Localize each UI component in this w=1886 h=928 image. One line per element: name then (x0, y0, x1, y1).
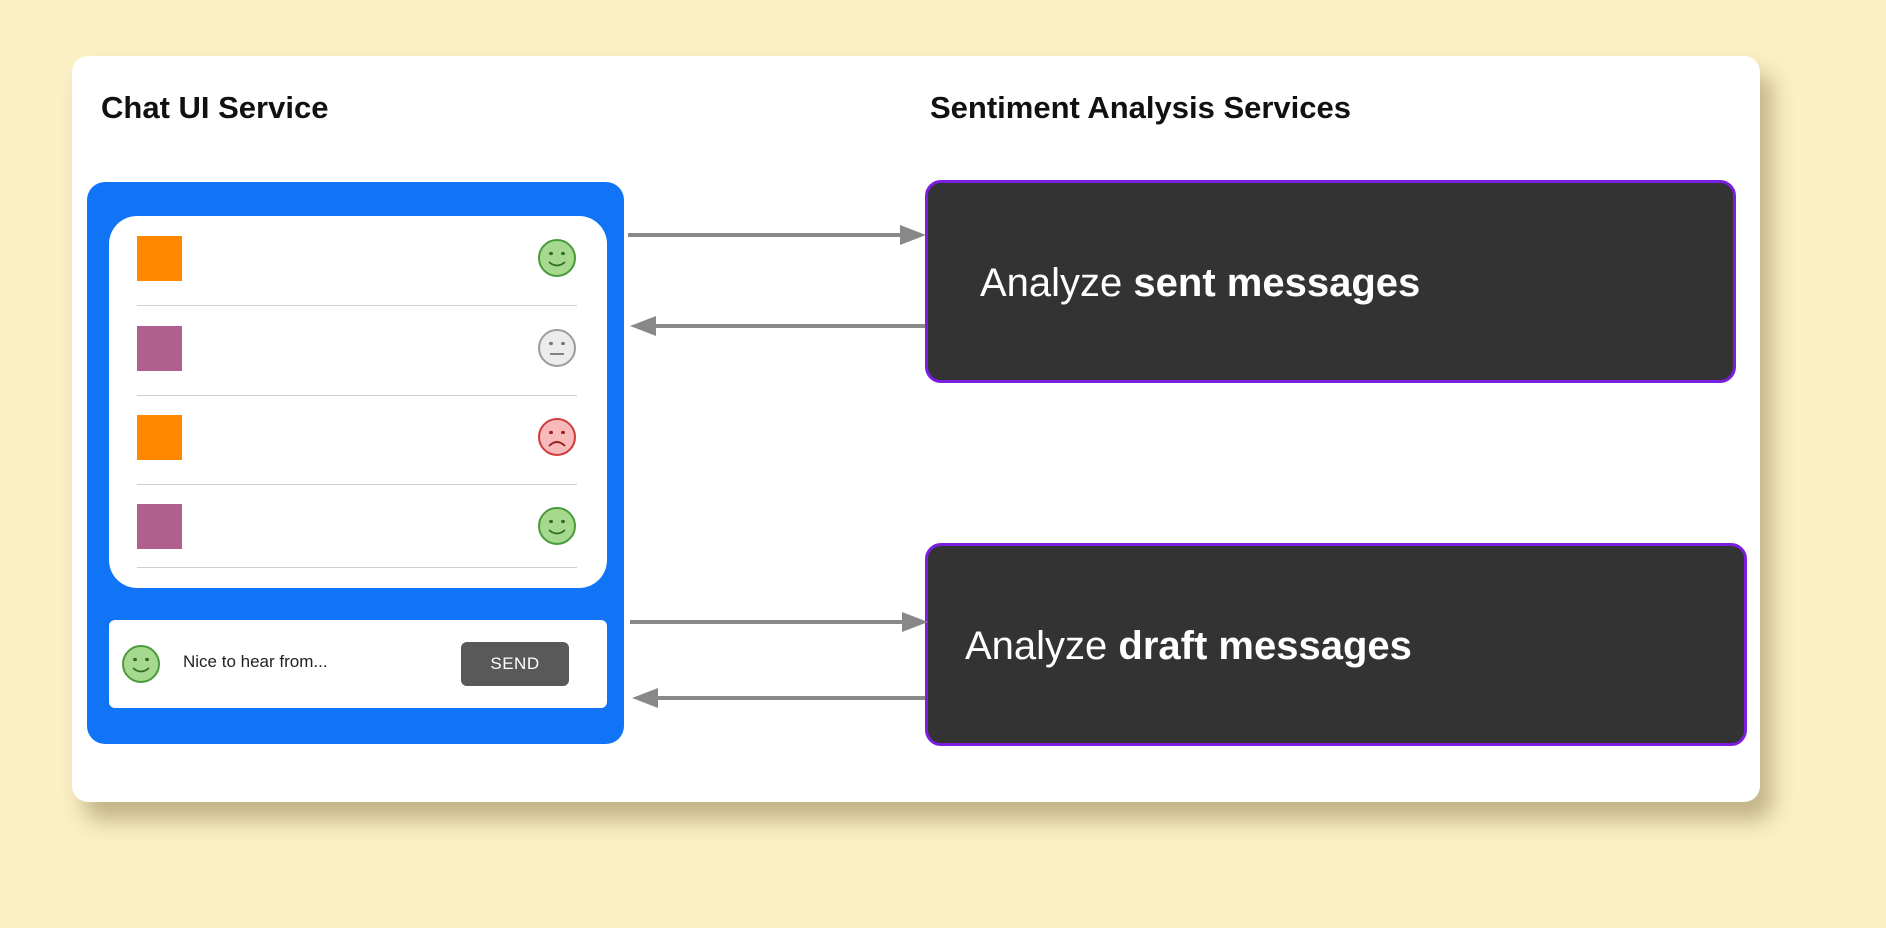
sentiment-services-title: Sentiment Analysis Services (930, 90, 1351, 125)
sender-avatar (137, 236, 182, 281)
arrowhead-to-sent-service (900, 225, 926, 245)
draft-messages-service: Analyze draft messages (925, 543, 1747, 746)
sender-avatar (137, 504, 182, 549)
arrowhead-from-draft-service (632, 688, 658, 708)
draft-messages-label: Analyze draft messages (965, 624, 1412, 668)
message-composer: Nice to hear from... SEND (109, 620, 607, 708)
sender-avatar (137, 415, 182, 460)
sent-messages-service: Analyze sent messages (925, 180, 1736, 383)
draft-message-input[interactable]: Nice to hear from... (183, 652, 328, 671)
arrowhead-to-draft-service (902, 612, 928, 632)
message-list (109, 216, 607, 588)
message-row[interactable] (137, 216, 577, 306)
sender-avatar (137, 326, 182, 371)
send-button[interactable]: SEND (461, 642, 569, 686)
chat-ui-service-title: Chat UI Service (101, 90, 329, 125)
chat-ui-panel: Nice to hear from... SEND (87, 182, 624, 744)
message-row[interactable] (137, 484, 577, 568)
arrowhead-from-sent-service (630, 316, 656, 336)
message-row[interactable] (137, 306, 577, 396)
sent-messages-label: Analyze sent messages (980, 261, 1421, 305)
message-row[interactable] (137, 395, 577, 485)
